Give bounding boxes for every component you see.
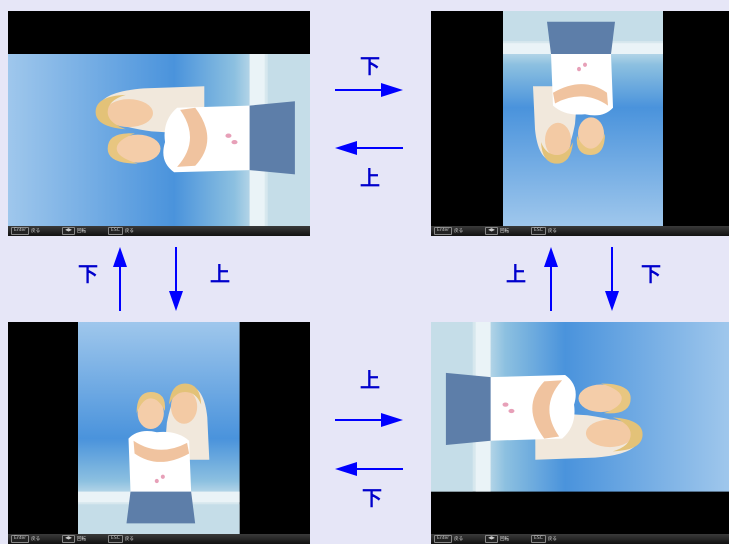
enter-key: Enter [11,227,30,235]
label-up-right: 上 [506,262,526,286]
enter-label: 戻る [31,537,41,542]
photo-landscape-rotated-right [431,322,729,492]
esc-label: 戻る [547,537,557,542]
label-down-top: 下 [360,54,380,78]
esc-key: ESC [531,535,546,543]
right-arrow-icon [335,83,403,97]
rotate-label: 回転 [500,229,510,234]
photo-portrait-upright [78,322,240,534]
label-down-bottom: 下 [362,486,382,510]
enter-key: Enter [11,535,30,543]
enter-label: 戻る [454,537,464,542]
esc-key: ESC [531,227,546,235]
label-up-top: 上 [360,166,380,190]
esc-label: 戻る [547,229,557,234]
left-arrow-icon [335,462,403,476]
label-down-right: 下 [641,262,661,286]
rotate-label: 回転 [77,229,87,234]
rotate-label: 回転 [500,537,510,542]
esc-label: 戻る [124,229,134,234]
label-up-bottom: 上 [360,368,380,392]
label-up-left: 上 [210,262,230,286]
up-arrow-icon [113,247,127,311]
left-arrow-icon [335,141,403,155]
esc-label: 戻る [124,537,134,542]
up-arrow-icon [544,247,558,311]
enter-key: Enter [434,535,453,543]
photo-landscape-rotated [8,53,310,226]
down-arrow-icon [169,247,183,311]
enter-label: 戻る [31,229,41,234]
photo-portrait-upside-down [503,11,663,226]
right-arrow-icon [335,413,403,427]
rotate-key: ◀▶ [62,535,76,543]
rotate-key: ◀▶ [62,227,76,235]
rotate-label: 回転 [77,537,87,542]
esc-key: ESC [108,227,123,235]
rotate-key: ◀▶ [485,227,499,235]
rotate-key: ◀▶ [485,535,499,543]
enter-label: 戻る [454,229,464,234]
label-down-left: 下 [78,262,98,286]
enter-key: Enter [434,227,453,235]
down-arrow-icon [605,247,619,311]
esc-key: ESC [108,535,123,543]
